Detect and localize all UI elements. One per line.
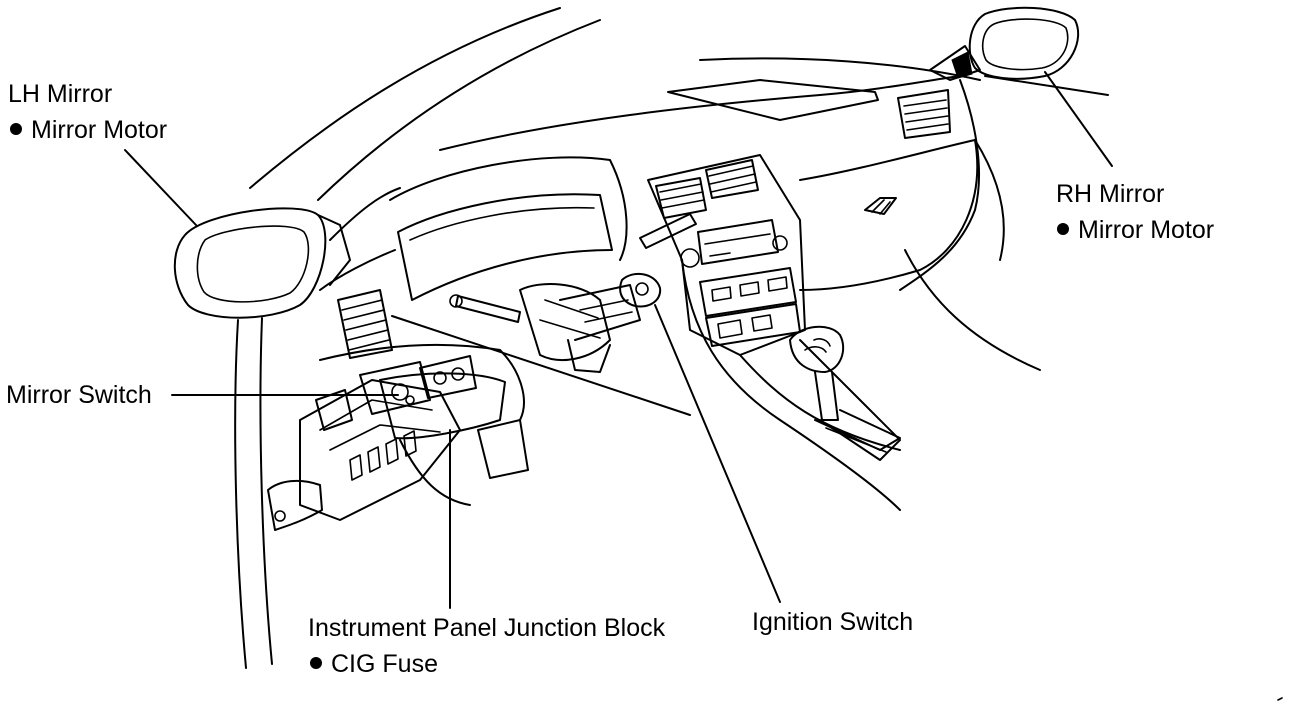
leader-ignition-a bbox=[654, 304, 781, 603]
door-line bbox=[904, 249, 1041, 371]
gear-shifter bbox=[789, 325, 845, 373]
glovebox-handle bbox=[864, 197, 897, 215]
defrost-vent bbox=[667, 79, 879, 121]
dash-right-edge bbox=[899, 79, 980, 291]
jb-connector bbox=[315, 389, 353, 431]
mirror-switch-body bbox=[359, 361, 431, 415]
radio bbox=[697, 219, 779, 265]
pedal bbox=[477, 419, 529, 479]
ignition-cylinder bbox=[619, 272, 662, 308]
leader-ignition-b bbox=[391, 315, 691, 416]
console-side-2 bbox=[739, 354, 901, 451]
center-vent-left bbox=[655, 177, 707, 219]
right-vent bbox=[897, 89, 951, 139]
center-vent-right bbox=[705, 159, 759, 199]
mirror-switch-text: Mirror Switch bbox=[6, 381, 152, 409]
bullet-icon bbox=[310, 657, 322, 669]
lh-mirror-title: LH Mirror bbox=[8, 80, 113, 108]
bullet-icon bbox=[1057, 223, 1069, 235]
a-pillar-lower bbox=[234, 319, 247, 669]
cluster-inner bbox=[409, 206, 595, 241]
dimmer-switches bbox=[419, 355, 477, 399]
dash-upper-right bbox=[699, 57, 981, 81]
junction-block-label: Instrument Panel Junction Block bbox=[308, 616, 665, 641]
glovebox bbox=[799, 139, 979, 291]
steering-column bbox=[519, 283, 611, 361]
cig-fuse-text: CIG Fuse bbox=[331, 650, 438, 678]
lh-mirror-glass bbox=[196, 225, 310, 303]
lh-mirror bbox=[173, 207, 327, 319]
lh-mirror-motor-text: Mirror Motor bbox=[31, 116, 168, 144]
leader-lh-mirror bbox=[124, 149, 197, 226]
knee-panel bbox=[379, 372, 506, 440]
column-bracket bbox=[567, 339, 611, 373]
radio-knob-1 bbox=[680, 248, 700, 268]
junction-block bbox=[299, 379, 461, 521]
rh-mirror-title: RH Mirror bbox=[1056, 180, 1165, 208]
small-mark bbox=[1277, 697, 1283, 701]
dash-right-lower bbox=[974, 139, 1005, 261]
console-top bbox=[799, 339, 901, 461]
radio-knob-2 bbox=[772, 235, 788, 251]
pedal-area bbox=[399, 439, 471, 506]
mirror-switch-label: Mirror Switch bbox=[6, 383, 152, 408]
climate-panel bbox=[699, 267, 797, 317]
left-vent bbox=[337, 289, 393, 359]
ignition-switch-label: Ignition Switch bbox=[752, 610, 913, 635]
jb-bracket bbox=[267, 479, 323, 531]
stalk-end bbox=[449, 294, 463, 308]
lh-mirror-base bbox=[317, 214, 351, 286]
rh-mirror-base bbox=[929, 45, 981, 81]
leader-rh-mirror-2 bbox=[984, 75, 1109, 96]
windshield-line-1 bbox=[249, 7, 561, 189]
lh-mirror-label: LH Mirror bbox=[8, 82, 112, 107]
dash-top bbox=[439, 75, 961, 151]
dash-left-2 bbox=[319, 249, 396, 291]
bullet-icon bbox=[10, 123, 22, 135]
rh-mirror-glass bbox=[981, 18, 1069, 71]
column-stalk bbox=[455, 295, 521, 323]
cig-fuse-label: CIG Fuse bbox=[310, 652, 438, 677]
cluster-face bbox=[397, 193, 613, 301]
windshield-line-2 bbox=[317, 19, 601, 201]
rh-mirror-label: RH Mirror bbox=[1056, 182, 1164, 207]
cluster-hood bbox=[389, 156, 628, 261]
rh-mirror-motor-label: Mirror Motor bbox=[1057, 218, 1214, 243]
console-side bbox=[681, 259, 901, 511]
jb-fuses bbox=[349, 430, 417, 481]
ignition-switch-text: Ignition Switch bbox=[752, 608, 914, 636]
a-pillar-inner bbox=[259, 317, 273, 665]
rh-mirror-motor-text: Mirror Motor bbox=[1078, 216, 1215, 244]
gear-gate bbox=[814, 409, 901, 451]
lh-mirror-motor-label: Mirror Motor bbox=[10, 118, 167, 143]
junction-block-text: Instrument Panel Junction Block bbox=[308, 614, 666, 642]
gear-shaft bbox=[814, 371, 839, 421]
dash-left bbox=[329, 187, 401, 241]
column-stalk-2 bbox=[639, 213, 697, 249]
center-stack bbox=[647, 154, 806, 356]
column-cover bbox=[559, 284, 641, 341]
